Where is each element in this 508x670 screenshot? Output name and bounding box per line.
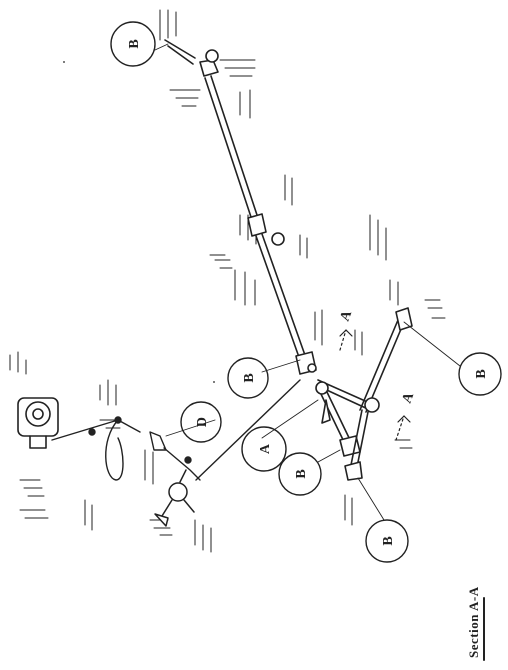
callout-label: B xyxy=(474,369,489,378)
section-caption: Section A-A xyxy=(466,586,485,661)
pulley-pedestal xyxy=(17,397,59,449)
section-caption-text: Section A-A xyxy=(466,586,481,658)
stray-mark xyxy=(63,61,65,63)
callout-label: B xyxy=(242,373,257,382)
callout-b-top: B xyxy=(110,21,156,67)
callout-b-bottom: B xyxy=(365,519,409,563)
callout-a: A xyxy=(241,426,287,472)
callout-b-mid-left: B xyxy=(227,357,269,399)
right-bellcrank-assembly xyxy=(307,307,413,481)
callout-label: D xyxy=(195,417,210,427)
callout-label: A xyxy=(258,443,273,454)
callout-label: B xyxy=(294,469,309,478)
view-marker-2: A xyxy=(400,390,418,405)
callout-label: B xyxy=(127,39,142,48)
section-arrows xyxy=(339,329,411,441)
control-cable xyxy=(51,379,301,481)
upper-push-rod xyxy=(164,39,317,375)
stray-mark xyxy=(213,381,215,383)
callout-leaders xyxy=(154,43,461,521)
leader-lines xyxy=(9,9,446,553)
callout-label: B xyxy=(381,536,396,545)
callout-d: D xyxy=(180,401,222,443)
callout-b-lower-mid: B xyxy=(278,452,322,496)
lower-left-crank xyxy=(154,469,195,527)
view-marker-1: A xyxy=(338,308,356,323)
callout-b-right: B xyxy=(458,352,502,396)
